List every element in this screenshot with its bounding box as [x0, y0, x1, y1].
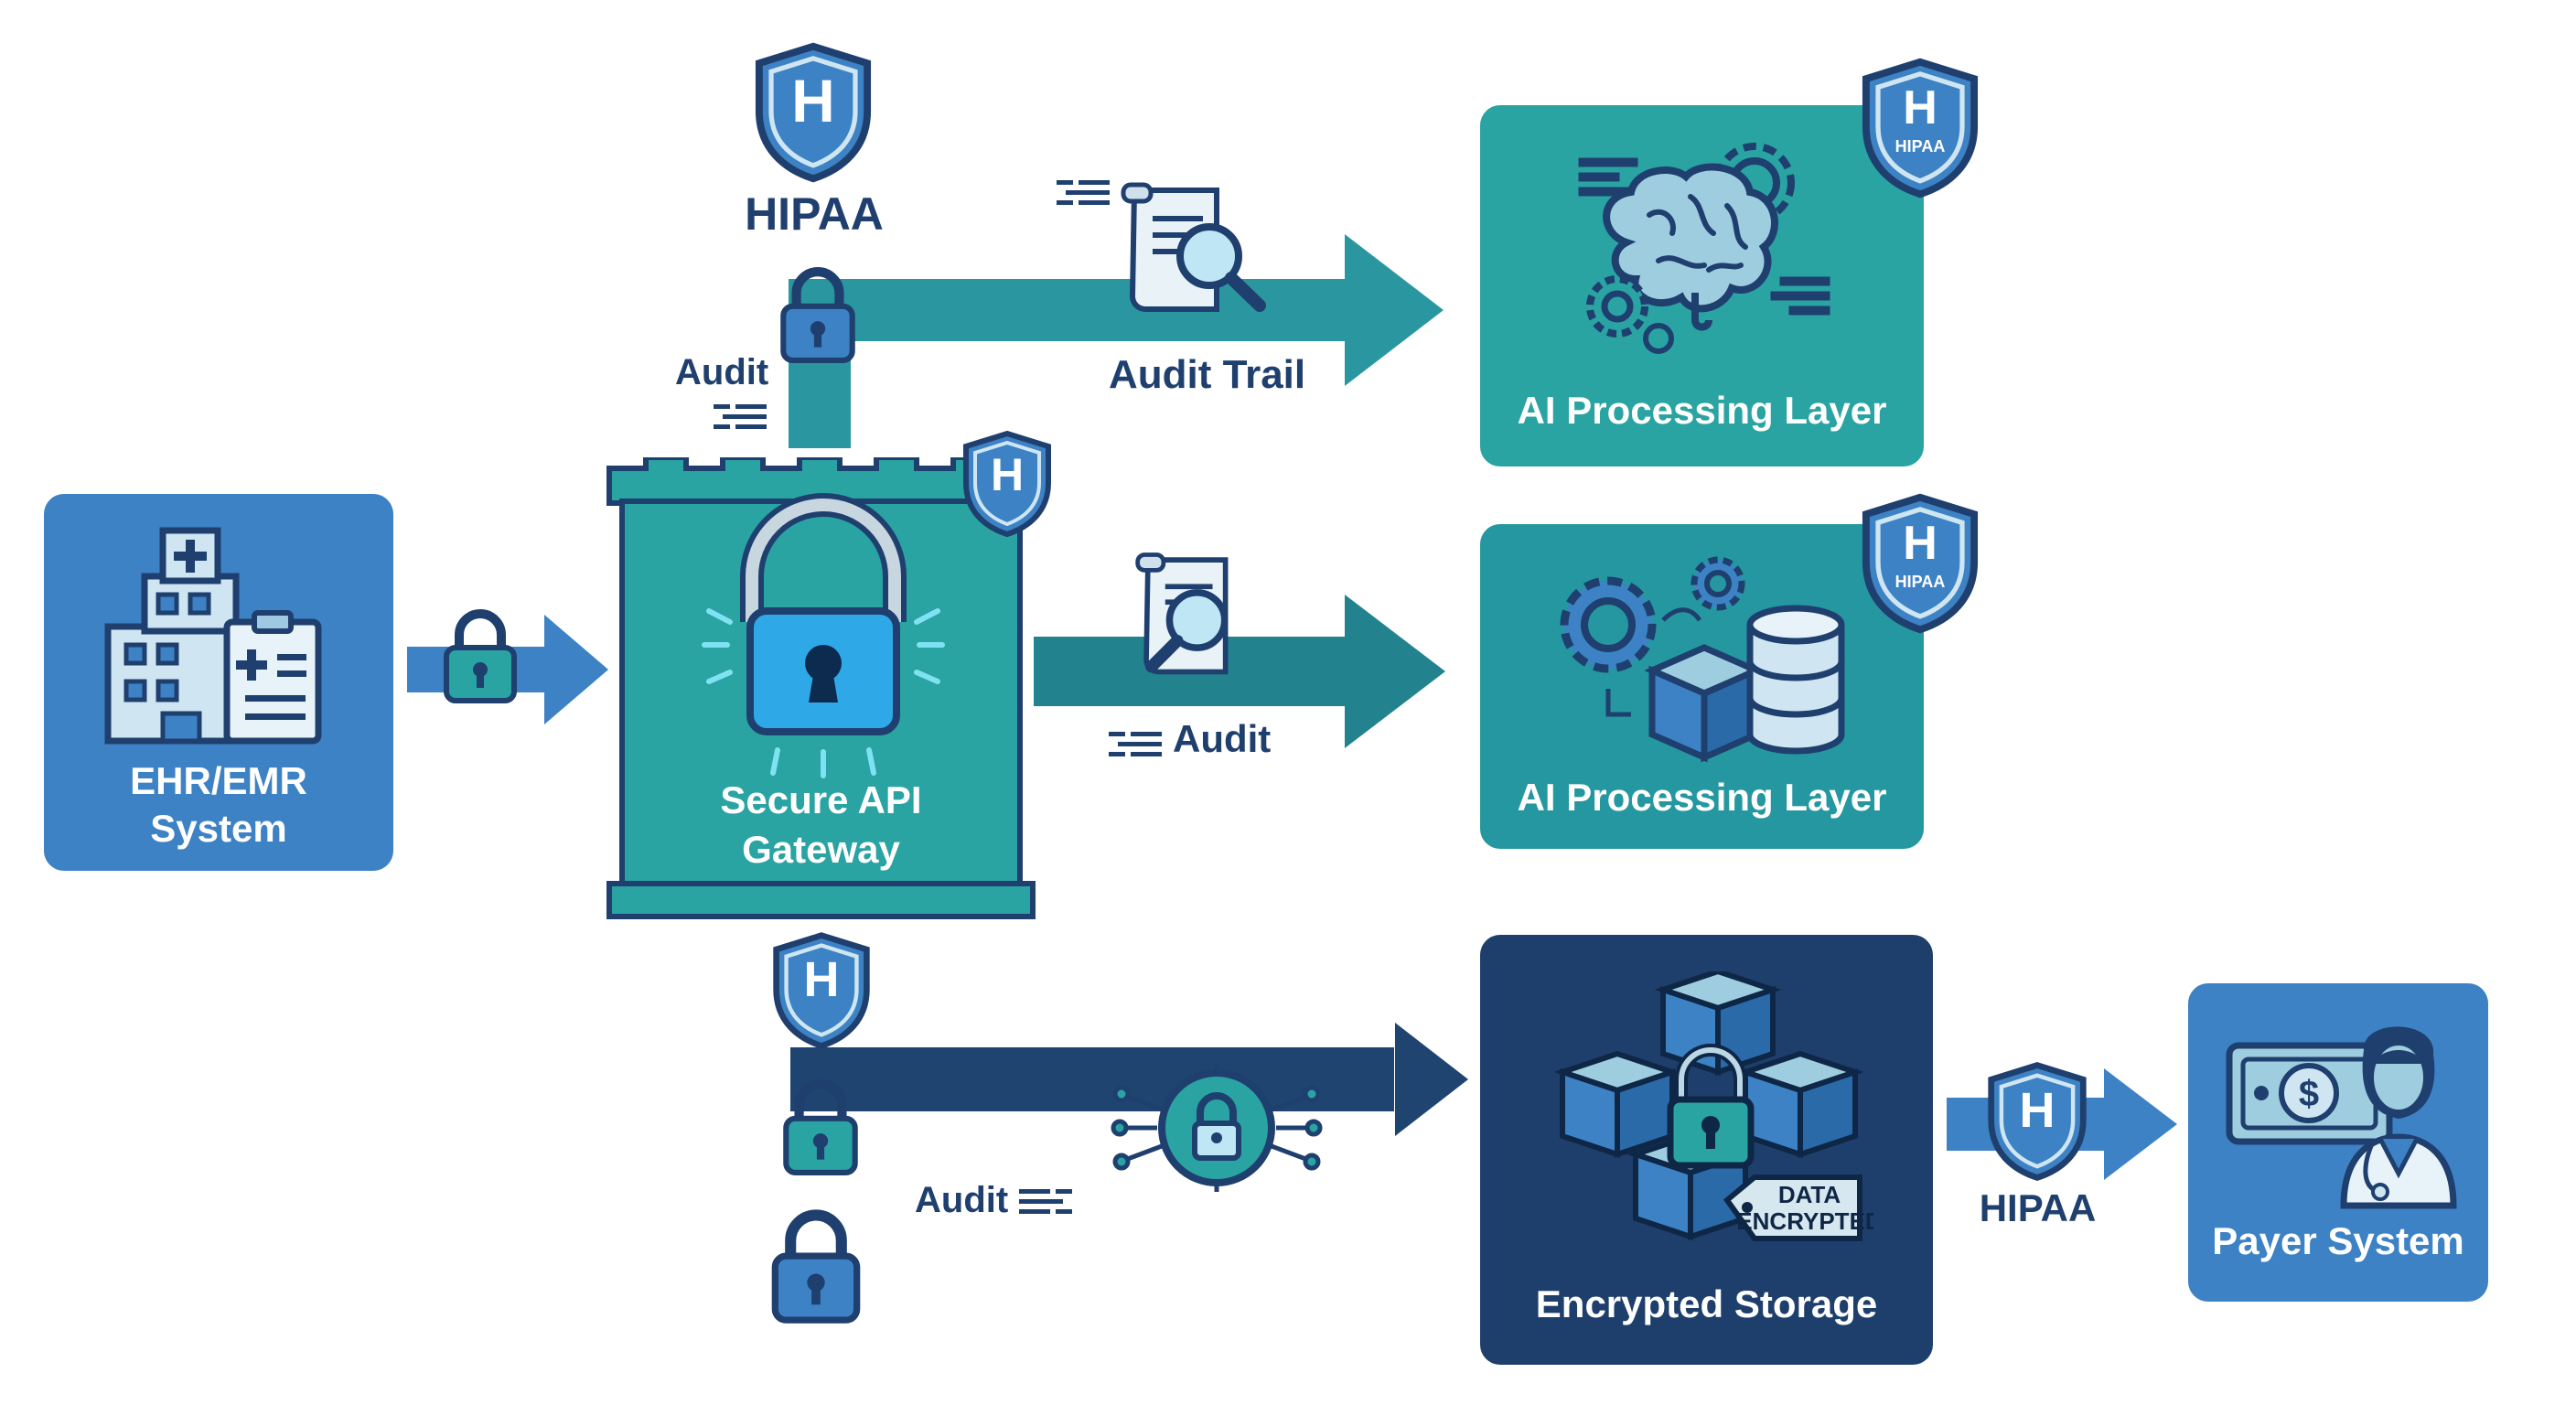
hipaa-shield-icon: [1862, 493, 1979, 634]
hipaa-shield-icon: [963, 430, 1051, 538]
data-encrypted-tag: DATA ENCRYPTED: [1723, 1174, 1873, 1241]
padlock-icon: [780, 267, 855, 363]
hipaa-shield-icon: [1988, 1062, 2087, 1181]
audit-top-label: Audit: [675, 352, 769, 392]
top-shield-letter: H: [791, 67, 835, 134]
hipaa-payer-label: HIPAA: [1979, 1186, 2097, 1229]
gears-cube-database-icon: [1560, 556, 1845, 763]
ai-top-badge: HIPAA: [1894, 137, 1946, 156]
gateway-title-line1: Secure API: [720, 778, 922, 821]
ehr-title: EHR/EMR System: [44, 757, 393, 853]
hipaa-shield-icon: [773, 932, 870, 1049]
hipaa-shield-icon: [1862, 58, 1979, 198]
encryption-node-lock-icon: [1111, 1064, 1323, 1192]
arrow-gateway-to-ai-top: [789, 234, 1444, 448]
brain-gears-icon: [1578, 143, 1830, 354]
hipaa-shield-icon: [755, 42, 872, 183]
encrypted-storage-node[interactable]: DATA ENCRYPTED Encrypted Storage: [1480, 935, 1933, 1365]
payer-title: Payer System: [2212, 1219, 2464, 1262]
padlock-icon: [783, 1079, 858, 1175]
audit-mid-label: Audit: [1173, 717, 1272, 760]
padlock-icon: [771, 1209, 861, 1324]
gateway-title-line2: Gateway: [742, 828, 900, 871]
ai-processing-layer-mid-node[interactable]: AI Processing Layer: [1480, 524, 1924, 849]
document-magnifier-icon: [1135, 552, 1229, 675]
cubes-padlock-icon: DATA ENCRYPTED: [1553, 971, 1873, 1241]
ehr-title-line1: EHR/EMR: [130, 759, 307, 802]
ai-mid-title: AI Processing Layer: [1517, 776, 1887, 819]
tag-line1: DATA: [1778, 1181, 1841, 1208]
ai-top-title: AI Processing Layer: [1517, 389, 1887, 432]
cash-doctor-icon: $: [2226, 1026, 2457, 1209]
storage-title: Encrypted Storage: [1535, 1282, 1878, 1325]
hospital-building-clipboard-icon: [104, 527, 322, 745]
audit-trail-label: Audit Trail: [1109, 352, 1306, 397]
payer-shield-letter: H: [2019, 1083, 2055, 1138]
ehr-emr-system-node[interactable]: EHR/EMR System: [44, 494, 393, 871]
gateway-shield-letter: H: [990, 449, 1025, 500]
ai-mid-badge: HIPAA: [1894, 573, 1946, 591]
audit-bottom-label: Audit: [915, 1180, 1009, 1220]
document-magnifier-icon: [1121, 182, 1266, 312]
ai-mid-shield-letter: H: [1903, 517, 1937, 570]
gateway-title: Secure API Gateway: [604, 776, 1038, 874]
payer-system-node[interactable]: $ Payer System: [2188, 983, 2488, 1302]
svg-text:$: $: [2299, 1074, 2319, 1114]
speed-lines-icon: [1019, 1189, 1072, 1214]
hipaa-top-label: HIPAA: [745, 188, 884, 240]
padlock-icon: [444, 609, 517, 703]
bottom-shield-letter: H: [803, 952, 840, 1007]
ai-top-shield-letter: H: [1903, 81, 1937, 134]
gateway-padlock-icon: [702, 493, 945, 778]
speed-lines-icon: [1057, 180, 1110, 205]
ai-processing-layer-top-node[interactable]: AI Processing Layer: [1480, 105, 1924, 467]
speed-lines-icon: [714, 404, 767, 429]
tag-line2: ENCRYPTED: [1736, 1207, 1873, 1235]
ehr-title-line2: System: [150, 807, 287, 850]
speed-lines-icon: [1109, 732, 1162, 756]
